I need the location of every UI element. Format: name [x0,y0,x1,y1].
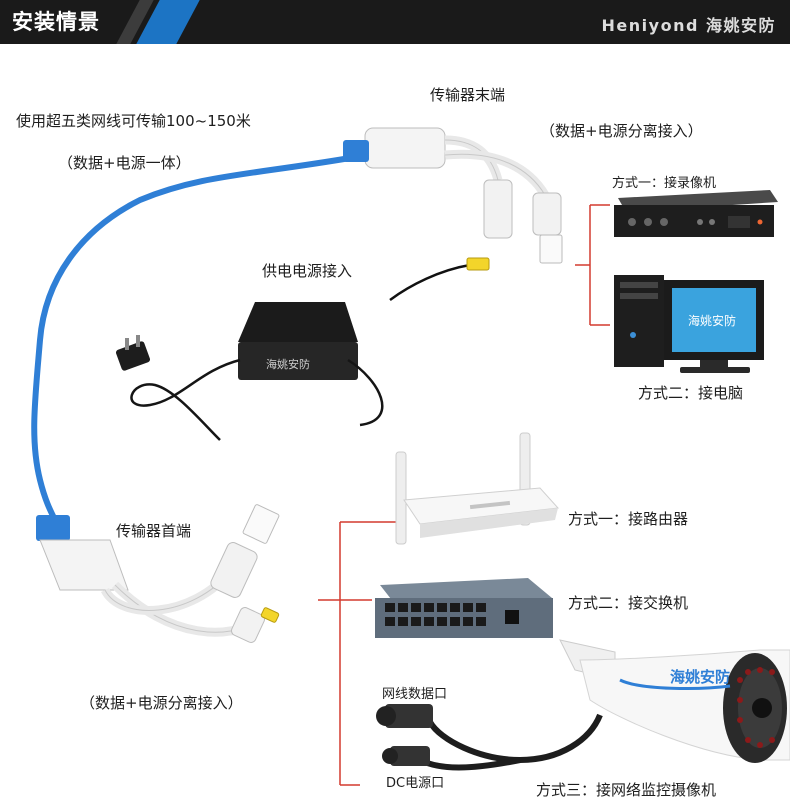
switch-device [375,578,553,638]
bracket-top [575,205,610,325]
receiver-end-label: 传输器末端 [430,84,505,105]
camera-watermark: 海姚安防 [670,666,730,687]
method2-pc-label: 方式二：接电脑 [638,382,743,403]
adapter-watermark: 海姚安防 [266,356,310,372]
method2-switch-label: 方式二：接交换机 [568,592,688,613]
router-device [396,433,558,544]
sender-split-label: （数据+电源分离接入） [80,692,243,713]
dc-port-label: DC电源口 [386,772,444,791]
power-supply-label: 供电电源接入 [262,260,352,281]
bracket-bottom [318,522,398,785]
monitor-watermark: 海姚安防 [688,312,736,329]
lan-port-label: 网线数据口 [382,683,447,702]
camera-device [376,640,790,768]
recorder-device [614,190,778,237]
combined-label: （数据+电源一体） [58,152,191,173]
distance-label: 使用超五类网线可传输100~150米 [16,110,251,131]
method1-recorder-label: 方式一：接录像机 [612,172,716,191]
power-adapter [115,258,489,440]
sender-end-label: 传输器首端 [116,520,191,541]
receiver-split-label: （数据+电源分离接入） [540,120,703,141]
method3-camera-label: 方式三：接网络监控摄像机 [536,779,716,800]
receiver-splitter [343,128,562,263]
method1-router-label: 方式一：接路由器 [568,508,688,529]
